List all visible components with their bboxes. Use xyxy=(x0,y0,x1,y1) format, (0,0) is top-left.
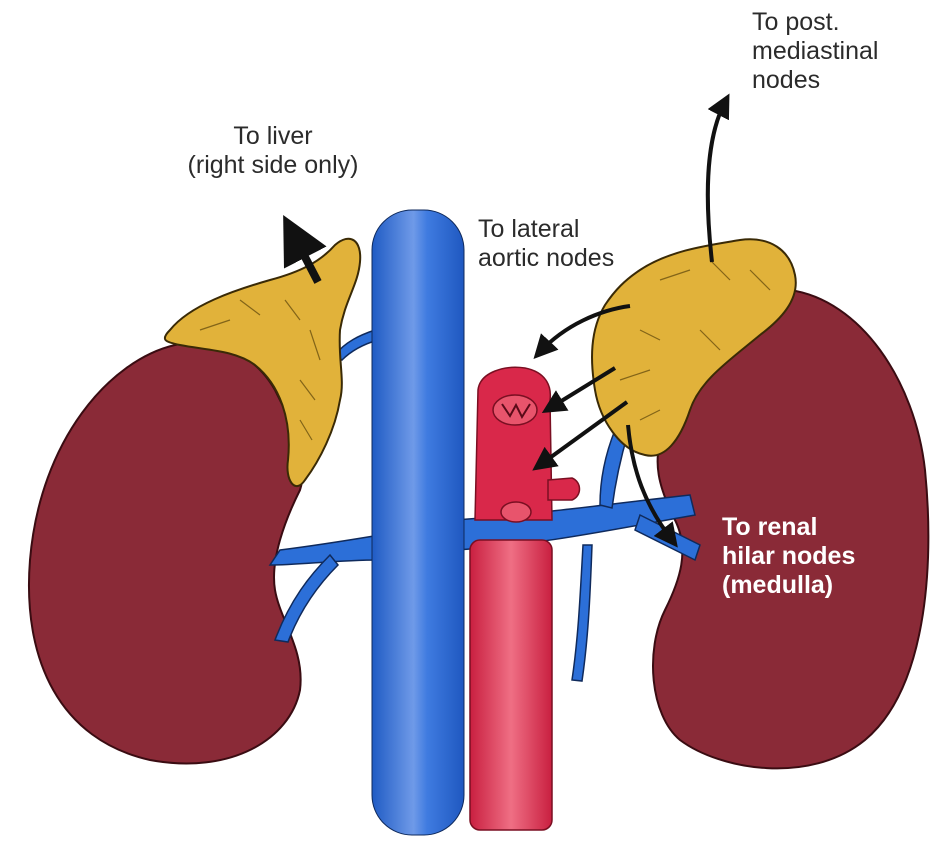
label-post-mediastinal: To post. mediastinal nodes xyxy=(752,8,878,95)
celiac-trunk-opening xyxy=(493,395,537,425)
label-renal-hilar-line2: hilar nodes xyxy=(722,542,855,571)
label-lateral-aortic-line1: To lateral xyxy=(478,215,614,244)
label-post-mediastinal-line2: mediastinal xyxy=(752,37,878,66)
label-liver-line1: To liver xyxy=(183,122,363,151)
label-lateral-aortic: To lateral aortic nodes xyxy=(478,215,614,273)
arrow-to-post-mediastinal xyxy=(708,102,725,262)
superior-mesenteric-opening xyxy=(501,502,531,522)
label-liver: To liver (right side only) xyxy=(183,122,363,180)
label-post-mediastinal-line1: To post. xyxy=(752,8,878,37)
label-renal-hilar-line1: To renal xyxy=(722,513,855,542)
label-post-mediastinal-line3: nodes xyxy=(752,66,878,95)
aorta-stump xyxy=(475,367,552,520)
abdominal-aorta xyxy=(470,540,552,830)
right-kidney xyxy=(29,342,303,763)
right-renal-vein-branch xyxy=(275,555,338,642)
label-renal-hilar: To renal hilar nodes (medulla) xyxy=(722,513,855,600)
label-renal-hilar-line3: (medulla) xyxy=(722,571,855,600)
label-liver-line2: (right side only) xyxy=(183,151,363,180)
inferior-vena-cava xyxy=(372,210,464,835)
label-lateral-aortic-line2: aortic nodes xyxy=(478,244,614,273)
left-gonadal-vein xyxy=(572,545,592,681)
